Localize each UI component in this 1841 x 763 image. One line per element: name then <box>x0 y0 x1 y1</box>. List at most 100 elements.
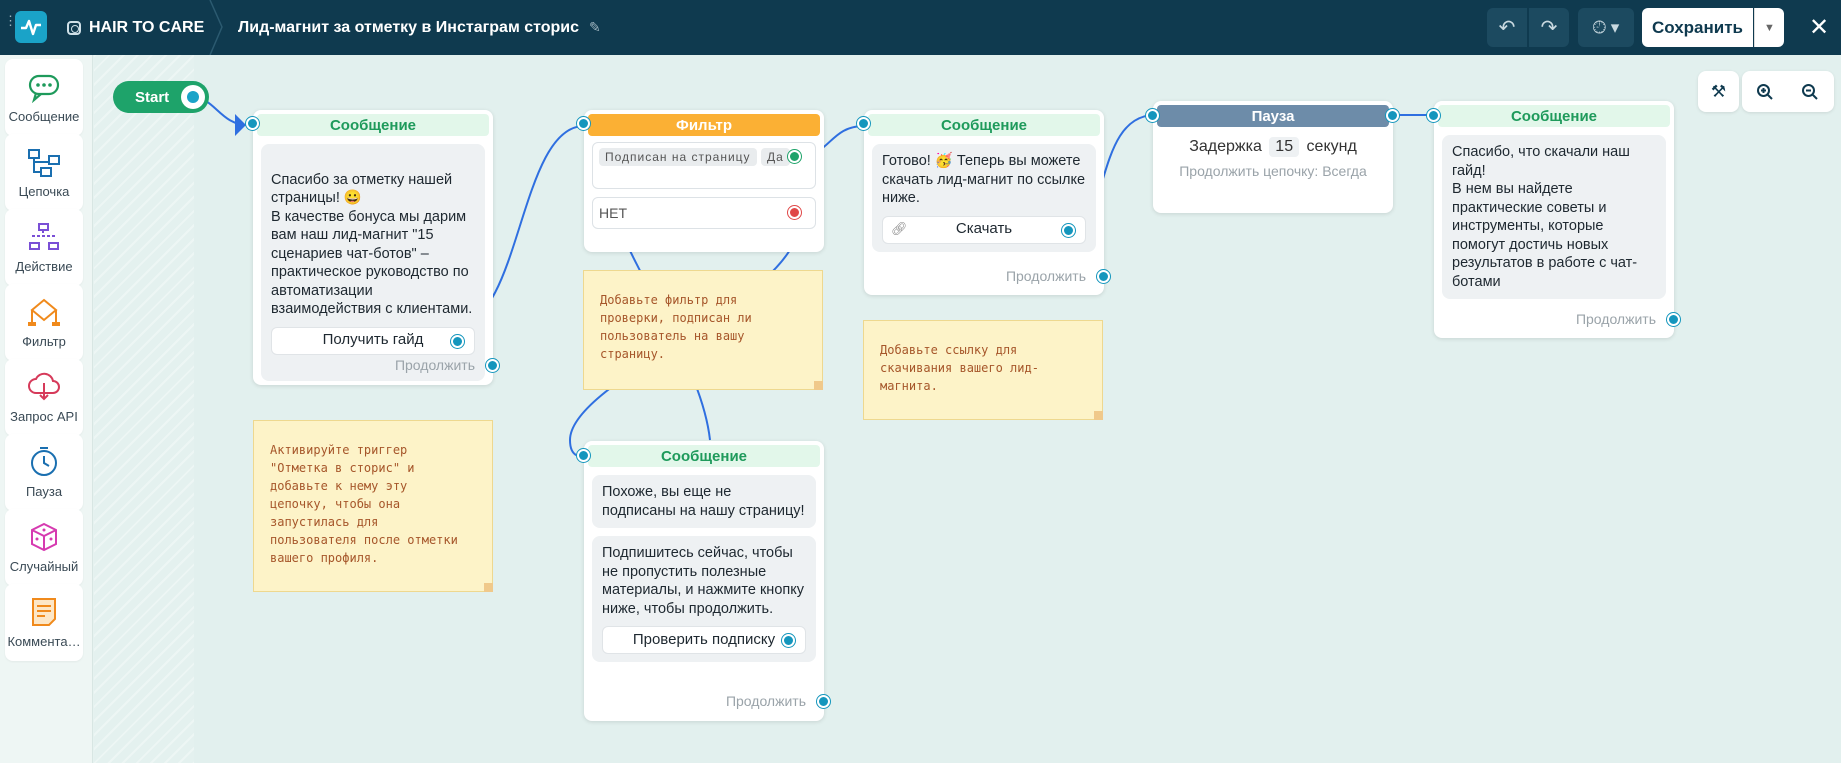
start-output-port[interactable] <box>181 85 205 109</box>
palette-item-filter[interactable]: Фильтр <box>5 284 83 361</box>
palette-item-label: Случайный <box>9 559 79 574</box>
no-output-port[interactable] <box>788 206 801 219</box>
input-port[interactable] <box>246 117 259 130</box>
palette-item-label: Пауза <box>25 484 63 499</box>
palette-item-label: Коммента… <box>7 634 81 649</box>
node-header: Сообщение <box>588 445 820 467</box>
message-node-not-subscribed[interactable]: Сообщение Похоже, вы еще не подписаны на… <box>577 441 830 721</box>
comment-icon <box>32 598 56 626</box>
node-palette: Сообщение Цепочка Действие Фильтр Запрос… <box>0 55 93 763</box>
breadcrumb-separator-icon <box>209 0 223 55</box>
chevron-down-icon: ▼ <box>1764 21 1775 34</box>
palette-item-label: Сообщение <box>8 109 80 124</box>
undo-icon: ↶ <box>1498 17 1516 39</box>
instagram-icon <box>67 20 81 35</box>
check-subscription-button[interactable]: Проверить подписку <box>602 626 806 654</box>
pause-icon <box>31 447 57 476</box>
palette-item-comment[interactable]: Коммента… <box>5 584 83 661</box>
save-button[interactable]: Сохранить <box>1642 8 1753 47</box>
node-header: Сообщение <box>257 114 489 136</box>
yes-output-port[interactable] <box>788 150 801 163</box>
history-icon: 🕘︎ ▾ <box>1592 17 1620 37</box>
button-output-port[interactable] <box>451 334 464 348</box>
save-dropdown-button[interactable]: ▼ <box>1754 8 1784 47</box>
palette-item-label: Действие <box>15 259 73 274</box>
message-icon <box>28 74 60 103</box>
magic-wand-button[interactable]: ⚒︎ <box>1698 71 1739 112</box>
message-bubble: Готово! 🥳 Теперь вы можете скачать лид-м… <box>872 144 1096 252</box>
delay-value[interactable]: 15 <box>1269 137 1300 157</box>
continue-output-port[interactable] <box>486 359 499 372</box>
random-icon <box>31 522 57 552</box>
undo-button[interactable]: ↶ <box>1487 8 1527 47</box>
filter-node[interactable]: Фильтр Подписан на страницу Да НЕТ <box>577 110 824 252</box>
palette-item-chain[interactable]: Цепочка <box>5 134 83 211</box>
message-node-final[interactable]: Сообщение Спасибо, что скачали наш гайд!… <box>1427 101 1680 338</box>
message-text: Спасибо, что скачали наш гайд! В нем вы … <box>1442 135 1666 299</box>
pause-continue-text: Продолжить цепочку: Всегда <box>1179 163 1367 179</box>
project-breadcrumb[interactable]: HAIR TO CARE <box>67 0 204 55</box>
filter-icon <box>28 298 60 326</box>
filter-condition[interactable]: Подписан на страницу Да <box>592 142 816 189</box>
link-icon: 🔗︎ <box>891 221 908 237</box>
output-port[interactable] <box>1386 109 1399 122</box>
input-port[interactable] <box>577 449 590 462</box>
button-label: Проверить подписку <box>632 630 776 648</box>
condition-field: Подписан на страницу <box>599 148 757 166</box>
app-logo[interactable] <box>15 11 47 43</box>
flow-title-text: Лид-магнит за отметку в Инстаграм сторис <box>238 18 580 36</box>
message-node-download[interactable]: Сообщение Готово! 🥳 Теперь вы можете ска… <box>857 110 1110 295</box>
message-text: Похоже, вы еще не подписаны на нашу стра… <box>592 475 816 528</box>
message-text: Готово! 🥳 Теперь вы можете скачать лид-м… <box>882 153 1086 206</box>
condition-value: Да <box>761 148 790 166</box>
continue-output-port[interactable] <box>817 695 830 708</box>
input-port[interactable] <box>857 117 870 130</box>
else-label: НЕТ <box>599 205 627 221</box>
continue-label: Продолжить <box>1575 311 1656 327</box>
button-output-port[interactable] <box>1062 223 1075 237</box>
close-button[interactable]: ✕ <box>1802 10 1836 44</box>
continue-output-port[interactable] <box>1097 270 1110 283</box>
message-node-thanks[interactable]: Сообщение Спасибо за отметку нашей стран… <box>246 110 499 385</box>
zoom-out-icon <box>1801 83 1818 100</box>
palette-item-label: Цепочка <box>18 184 70 199</box>
continue-label: Продолжить <box>394 357 475 373</box>
history-button[interactable]: 🕘︎ ▾ <box>1578 8 1634 47</box>
palette-item-label: Фильтр <box>22 334 66 349</box>
redo-button[interactable]: ↷ <box>1529 8 1569 47</box>
delay-prefix: Задержка <box>1189 138 1262 155</box>
palette-item-api-request[interactable]: Запрос API <box>5 359 83 436</box>
palette-item-label: Запрос API <box>10 409 78 424</box>
get-guide-button[interactable]: Получить гайд <box>271 326 475 355</box>
top-bar: ⋮ HAIR TO CARE Лид-магнит за отметку в И… <box>0 0 1841 55</box>
note-link[interactable]: Добавьте ссылку для скачивания вашего ли… <box>863 320 1103 420</box>
note-filter[interactable]: Добавьте фильтр для проверки, подписан л… <box>583 270 823 390</box>
note-trigger[interactable]: Активируйте триггер "Отметка в сторис" и… <box>253 420 493 592</box>
drag-handle-icon[interactable]: ⋮ <box>4 13 17 28</box>
node-header: Фильтр <box>588 114 820 136</box>
button-output-port[interactable] <box>782 634 795 647</box>
download-button[interactable]: 🔗︎ Скачать <box>882 215 1086 244</box>
node-header: Пауза <box>1157 105 1389 127</box>
continue-output-port[interactable] <box>1667 313 1680 326</box>
redo-icon: ↷ <box>1540 17 1558 39</box>
edit-pencil-icon[interactable]: ✎ <box>589 19 601 35</box>
input-port[interactable] <box>1146 109 1159 122</box>
node-header: Сообщение <box>1438 105 1670 127</box>
palette-item-message[interactable]: Сообщение <box>5 59 83 136</box>
message-bubble: Спасибо за отметку нашей страницы! 😀 В к… <box>261 144 485 381</box>
zoom-out-button[interactable] <box>1787 71 1832 112</box>
flow-title[interactable]: Лид-магнит за отметку в Инстаграм сторис… <box>238 0 601 55</box>
palette-item-action[interactable]: Действие <box>5 209 83 286</box>
pause-node[interactable]: Пауза Задержка 15 секунд Продолжить цепо… <box>1146 101 1399 213</box>
canvas-tools: ⚒︎ <box>1698 71 1739 112</box>
input-port[interactable] <box>1427 109 1440 122</box>
start-node[interactable]: Start <box>113 81 209 113</box>
input-port[interactable] <box>577 117 590 130</box>
button-label: Получить гайд <box>322 331 424 349</box>
palette-item-random[interactable]: Случайный <box>5 509 83 586</box>
palette-item-pause[interactable]: Пауза <box>5 434 83 511</box>
zoom-in-button[interactable] <box>1742 71 1787 112</box>
filter-else-row[interactable]: НЕТ <box>592 197 816 229</box>
action-icon <box>29 223 59 250</box>
